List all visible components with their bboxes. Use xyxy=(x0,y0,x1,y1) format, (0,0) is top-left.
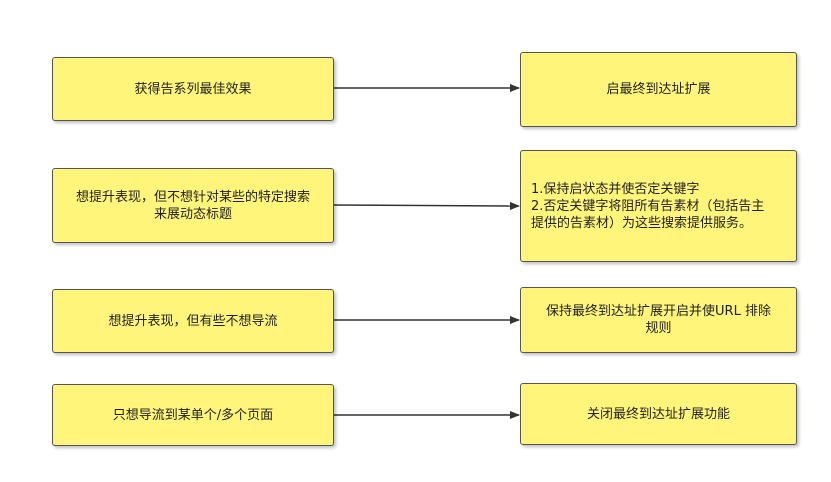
condition-text-2: 想提升表现，但不想针对某些的特定搜索 来展动态标题 xyxy=(75,189,310,222)
action-box-3: 保持最终到达址扩展开启并使URL 排除 规则 xyxy=(520,287,797,353)
action-box-4: 关闭最终到达址扩展功能 xyxy=(520,383,797,445)
arrow-row-2 xyxy=(333,201,520,210)
action-box-2: 1.保持启状态并使否定关键字 2.否定关键字将阻所有告素材（包括告主 提供的告素… xyxy=(520,150,797,262)
action-text-2: 1.保持启状态并使否定关键字 2.否定关键字将阻所有告素材（包括告主 提供的告素… xyxy=(531,181,765,231)
condition-box-2: 想提升表现，但不想针对某些的特定搜索 来展动态标题 xyxy=(52,168,334,243)
condition-box-1: 获得告系列最佳效果 xyxy=(52,57,334,121)
condition-text-3: 想提升表现，但有些不想导流 xyxy=(108,313,278,329)
condition-box-3: 想提升表现，但有些不想导流 xyxy=(52,289,334,353)
condition-text-4: 只想导流到某单个/多个页面 xyxy=(112,407,274,423)
condition-text-1: 获得告系列最佳效果 xyxy=(134,81,252,97)
action-text-1: 启最终到达址扩展 xyxy=(606,82,711,97)
action-text-4: 关闭最终到达址扩展功能 xyxy=(586,406,730,422)
action-text-3: 保持最终到达址扩展开启并使URL 排除 规则 xyxy=(546,304,771,336)
action-box-1: 启最终到达址扩展 xyxy=(520,52,797,127)
condition-box-4: 只想导流到某单个/多个页面 xyxy=(52,384,334,446)
